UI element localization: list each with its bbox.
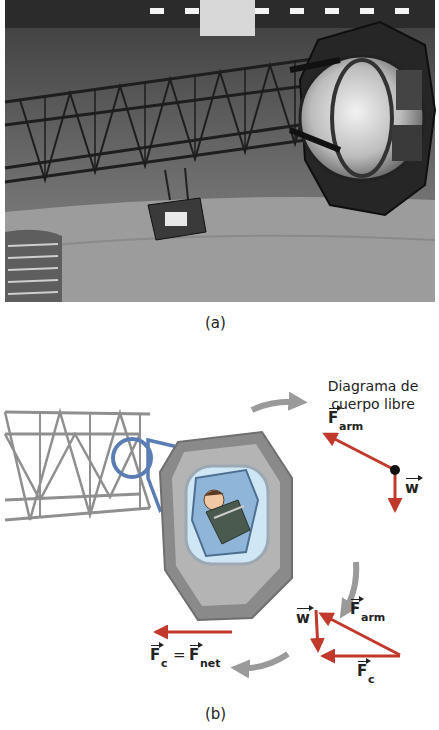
panel-label: (a) (205, 316, 226, 331)
gondola (290, 22, 435, 215)
gondola-equipment (396, 70, 422, 110)
truss-chords (5, 58, 320, 182)
gondola-yoke (290, 60, 340, 150)
hanging-cab (148, 168, 206, 240)
pilot-body (206, 500, 250, 544)
free-body-diagram (325, 434, 400, 510)
floor-mark (5, 236, 435, 250)
vector-symbol: F (328, 411, 338, 426)
ceiling-light (150, 8, 164, 14)
capsule-shell (160, 432, 292, 620)
rotation-arrow (238, 654, 288, 668)
drawn-truss-chords (5, 412, 150, 520)
vector-subscript: c (368, 674, 375, 685)
ceiling-light (325, 8, 339, 14)
pilot-hair (204, 490, 224, 496)
vector-subscript: arm (361, 612, 385, 623)
vector-symbol: F (189, 648, 199, 663)
arm-force-vector (321, 614, 400, 655)
vector-symbol: F (150, 648, 160, 663)
body-point (390, 465, 400, 475)
truss-diagonals (20, 60, 318, 180)
harness (214, 506, 244, 518)
capsule-face (172, 444, 280, 606)
vector-subscript: c (161, 658, 168, 669)
vector-symbol: F (350, 602, 360, 617)
vector-subscript: net (200, 658, 221, 669)
diagram-heading: Diagrama de cuerpo libre (312, 377, 434, 413)
rotation-arrow (252, 402, 300, 410)
gondola-sphere (300, 56, 424, 180)
gondola-frame (300, 22, 435, 215)
weight-vector (316, 610, 318, 650)
photo-background (5, 0, 435, 302)
cab-hangers (165, 168, 188, 200)
central-hub (200, 0, 255, 36)
truss-posts (45, 62, 295, 178)
weight-vector (394, 470, 397, 510)
cab-body (148, 198, 206, 240)
truss-arm (5, 58, 320, 182)
ceiling-light (360, 8, 374, 14)
drawn-truss-posts (40, 414, 140, 518)
gondola-ring (332, 60, 392, 176)
ceiling-light (395, 8, 409, 14)
gimbal-ring (113, 439, 151, 477)
vector-symbol: w (296, 611, 310, 626)
centrifuge-drawing (5, 402, 400, 669)
capsule (160, 432, 292, 620)
ceiling-light (255, 8, 269, 14)
staircase (5, 230, 62, 302)
vector-symbol: F (357, 664, 367, 679)
vector-subscript: arm (339, 421, 363, 432)
staircase-steps (8, 244, 58, 294)
ceiling-light (290, 8, 304, 14)
seat (192, 470, 258, 556)
panel-label: (b) (205, 707, 226, 722)
gondola-equipment (392, 125, 422, 161)
cab-window (165, 212, 187, 226)
centripetal-force-vector (323, 655, 400, 658)
arm-force-vector (325, 434, 395, 470)
ceiling-lights (150, 8, 409, 14)
equals-sign: = (173, 648, 186, 663)
vector-symbol: w (405, 481, 419, 496)
capsule-window (186, 466, 268, 564)
drawn-truss-diagonals (5, 412, 150, 520)
staircase-body (5, 230, 62, 302)
ceiling-light (185, 8, 199, 14)
drawn-truss (5, 412, 150, 520)
centrifuge-photo (5, 0, 435, 302)
net-force-vector (156, 631, 232, 634)
